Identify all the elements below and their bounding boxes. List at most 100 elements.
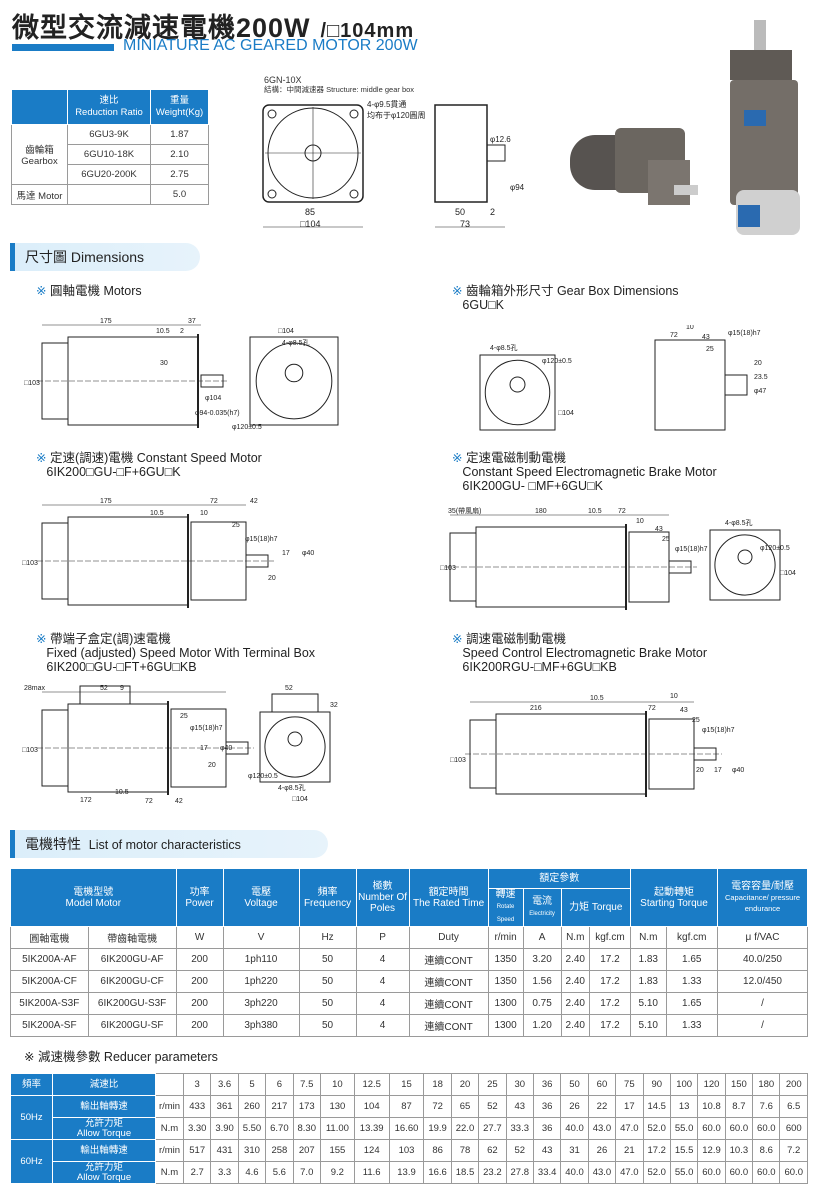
value-cell: 5.6 [265, 1161, 294, 1184]
table-cell: 連續CONT [408, 1014, 489, 1037]
dim-label: 37 [188, 318, 196, 325]
value-cell: 361 [210, 1095, 239, 1118]
value-cell: 13 [669, 1095, 699, 1118]
dim-label: φ15(18)h7 [702, 727, 735, 734]
dim-label: φ40 [732, 767, 744, 774]
dim-label: φ120±0.5 [542, 358, 572, 365]
table-cell: 12.0/450 [717, 970, 808, 993]
table-cell: 200 [175, 970, 224, 993]
model: 6IK200□GU-□F+6GU□K [46, 465, 181, 479]
ratio-cell: 18 [423, 1073, 452, 1096]
h: 電壓 [251, 886, 272, 898]
value-cell: 86 [423, 1139, 452, 1162]
table-cell: 0.75 [522, 992, 562, 1015]
value-cell: 65 [450, 1095, 480, 1118]
table-cell: / [717, 992, 808, 1015]
ratio-cell: 20 [450, 1073, 480, 1096]
table-cell: 50 [298, 1014, 357, 1037]
dim-label: □104 [558, 410, 574, 417]
h: Model Motor [65, 897, 122, 909]
value-cell: 9.2 [319, 1161, 355, 1184]
unit-cell: V [222, 926, 300, 949]
structure: 結構：中間減速器 Structure: middle gear box [264, 85, 415, 94]
table-cell: 17.2 [588, 948, 631, 971]
pilot-circle [264, 716, 326, 778]
shaft [200, 374, 224, 388]
table-cell: 200 [175, 992, 224, 1015]
model: 6IK200GU- □MF+6GU□K [462, 479, 603, 493]
ratio-cell: 10 [319, 1073, 355, 1096]
ratio-cell: 100 [669, 1073, 699, 1096]
dim-label: 17 [200, 745, 208, 752]
dim-label: 17 [282, 550, 290, 557]
value-cell: 8.30 [292, 1117, 321, 1140]
dim-label: 10 [686, 325, 694, 331]
table-cell: 50 [298, 992, 357, 1015]
dim-label: 10 [636, 518, 644, 525]
h: 電機型號 [73, 886, 114, 898]
nameplate [744, 110, 766, 126]
value-cell: 36 [532, 1117, 562, 1140]
value-cell: 60.0 [752, 1161, 781, 1184]
table-cell: 17.2 [588, 970, 631, 993]
table-cell: 連續CONT [408, 992, 489, 1015]
brake-caption: ※ 定速電磁制動電機 Constant Speed Electromagneti… [452, 451, 717, 493]
table-cell: 5.10 [629, 992, 667, 1015]
dim-label: 2 [180, 328, 184, 335]
value-cell: 258 [265, 1139, 294, 1162]
table-cell: 3ph220 [222, 992, 300, 1015]
dim-label: □104 [292, 796, 308, 803]
ratio-header: 減速比 [52, 1073, 156, 1096]
gearbox-drawing: 85 □104 φ12.6 φ94 50 2 73 4-φ9.5貫通 均布于φ1… [262, 99, 525, 229]
dim-label: 175 [100, 318, 112, 325]
shaft [754, 20, 766, 58]
title-size: /□104mm [320, 20, 415, 42]
table-cell: 50 [298, 970, 357, 993]
value-cell: 7.6 [752, 1095, 781, 1118]
table-cell: 3.20 [522, 948, 562, 971]
value-cell: 31 [560, 1139, 589, 1162]
value-cell: 5.50 [237, 1117, 267, 1140]
dim-label: 42 [175, 798, 183, 805]
h: 功率 [189, 886, 210, 898]
dim-label: 72 [210, 498, 218, 505]
table-cell: 5.10 [629, 1014, 667, 1037]
value-cell: 16.60 [388, 1117, 425, 1140]
value-cell: 13.9 [388, 1161, 425, 1184]
table-cell: 17.2 [588, 992, 631, 1015]
value-cell: 60.0 [779, 1161, 808, 1184]
value-cell: 16.6 [423, 1161, 452, 1184]
ratio-cell: 3 [182, 1073, 212, 1096]
value-cell: 60.0 [724, 1161, 754, 1184]
ratio-cell: 60 [587, 1073, 617, 1096]
table-cell: 1.20 [522, 1014, 562, 1037]
dim-label: 172 [80, 797, 92, 804]
dim-label: □103 [22, 560, 38, 567]
blank-cell [155, 1073, 184, 1096]
value-cell: 47.0 [615, 1161, 644, 1184]
label-en: Fixed (adjusted) Speed Motor With Termin… [46, 646, 316, 660]
value-cell: 33.3 [505, 1117, 534, 1140]
dim: φ12.6 [490, 135, 511, 144]
ratio-cell: 5 [237, 1073, 267, 1096]
label-en: Allow Torque [76, 1127, 132, 1139]
unit-cell: r/min [155, 1095, 184, 1118]
value-cell: 8.6 [752, 1139, 781, 1162]
table-cell: 1.65 [665, 948, 719, 971]
h: Reduction Ratio [75, 107, 143, 118]
nameplate [738, 205, 760, 227]
value-cell: 7.2 [779, 1139, 808, 1162]
value-cell: 60.0 [752, 1117, 781, 1140]
dim-label: φ120±0.5 [760, 545, 790, 552]
table-cell: 1350 [487, 970, 524, 993]
motor-label: 馬達 Motor [11, 184, 68, 205]
dim-label: □103 [440, 565, 456, 572]
unit-cell: P [355, 926, 410, 949]
